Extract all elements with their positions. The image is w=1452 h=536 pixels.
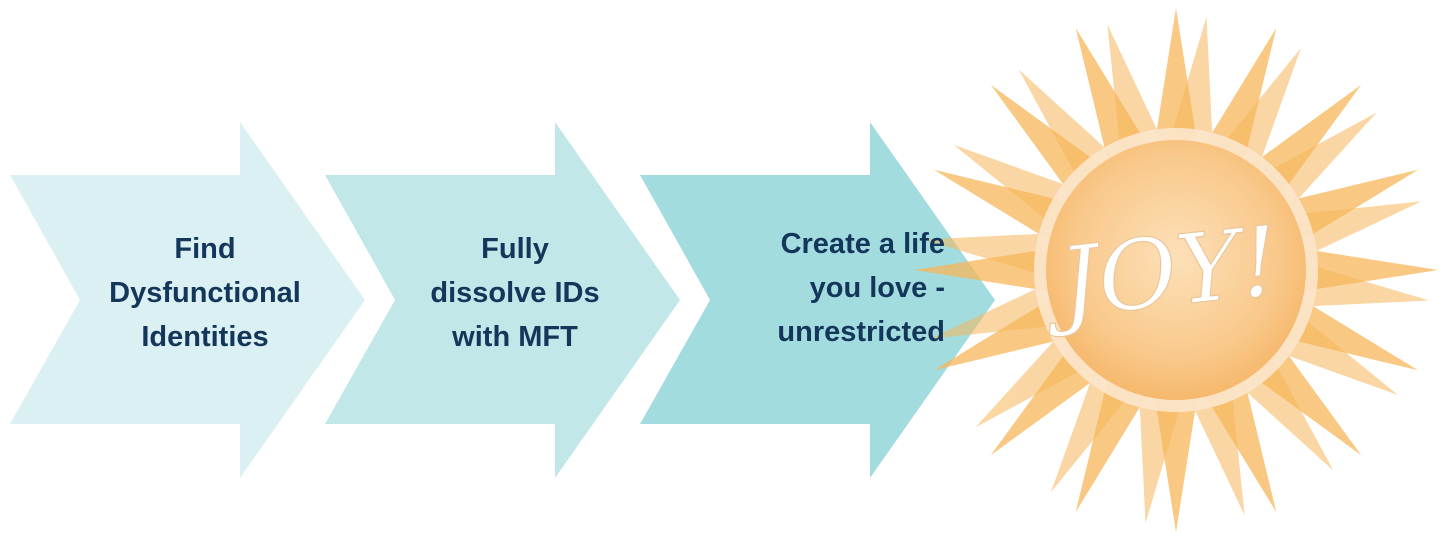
step-arrow-3 xyxy=(640,122,995,478)
sun-graphic: JOY! xyxy=(914,8,1438,532)
step-3-label: Create a life you love - unrestricted xyxy=(705,220,945,355)
step-3-line-3: unrestricted xyxy=(777,315,945,348)
step-arrow-2 xyxy=(325,122,680,478)
step-2-line-1: Fully xyxy=(481,232,549,265)
step-2-line-2: dissolve IDs xyxy=(430,276,600,309)
step-3-line-1: Create a life xyxy=(780,227,945,260)
step-3-line-2: you love - xyxy=(809,271,945,304)
step-1-line-2: Dysfunctional xyxy=(109,276,301,309)
step-1-line-1: Find xyxy=(174,232,236,265)
step-arrow-1 xyxy=(10,122,365,478)
step-2-label: Fully dissolve IDs with MFT xyxy=(395,225,635,360)
sun-disc xyxy=(1046,140,1306,400)
step-1-label: Find Dysfunctional Identities xyxy=(80,225,330,360)
joy-word: JOY! xyxy=(1037,205,1284,341)
sun-ray xyxy=(1153,8,1199,155)
sun-ray xyxy=(914,247,1061,293)
sun-ray xyxy=(1291,247,1438,293)
sun-ray xyxy=(1153,385,1199,532)
step-2-line-3: with MFT xyxy=(452,320,578,353)
step-1-line-3: Identities xyxy=(141,320,269,353)
